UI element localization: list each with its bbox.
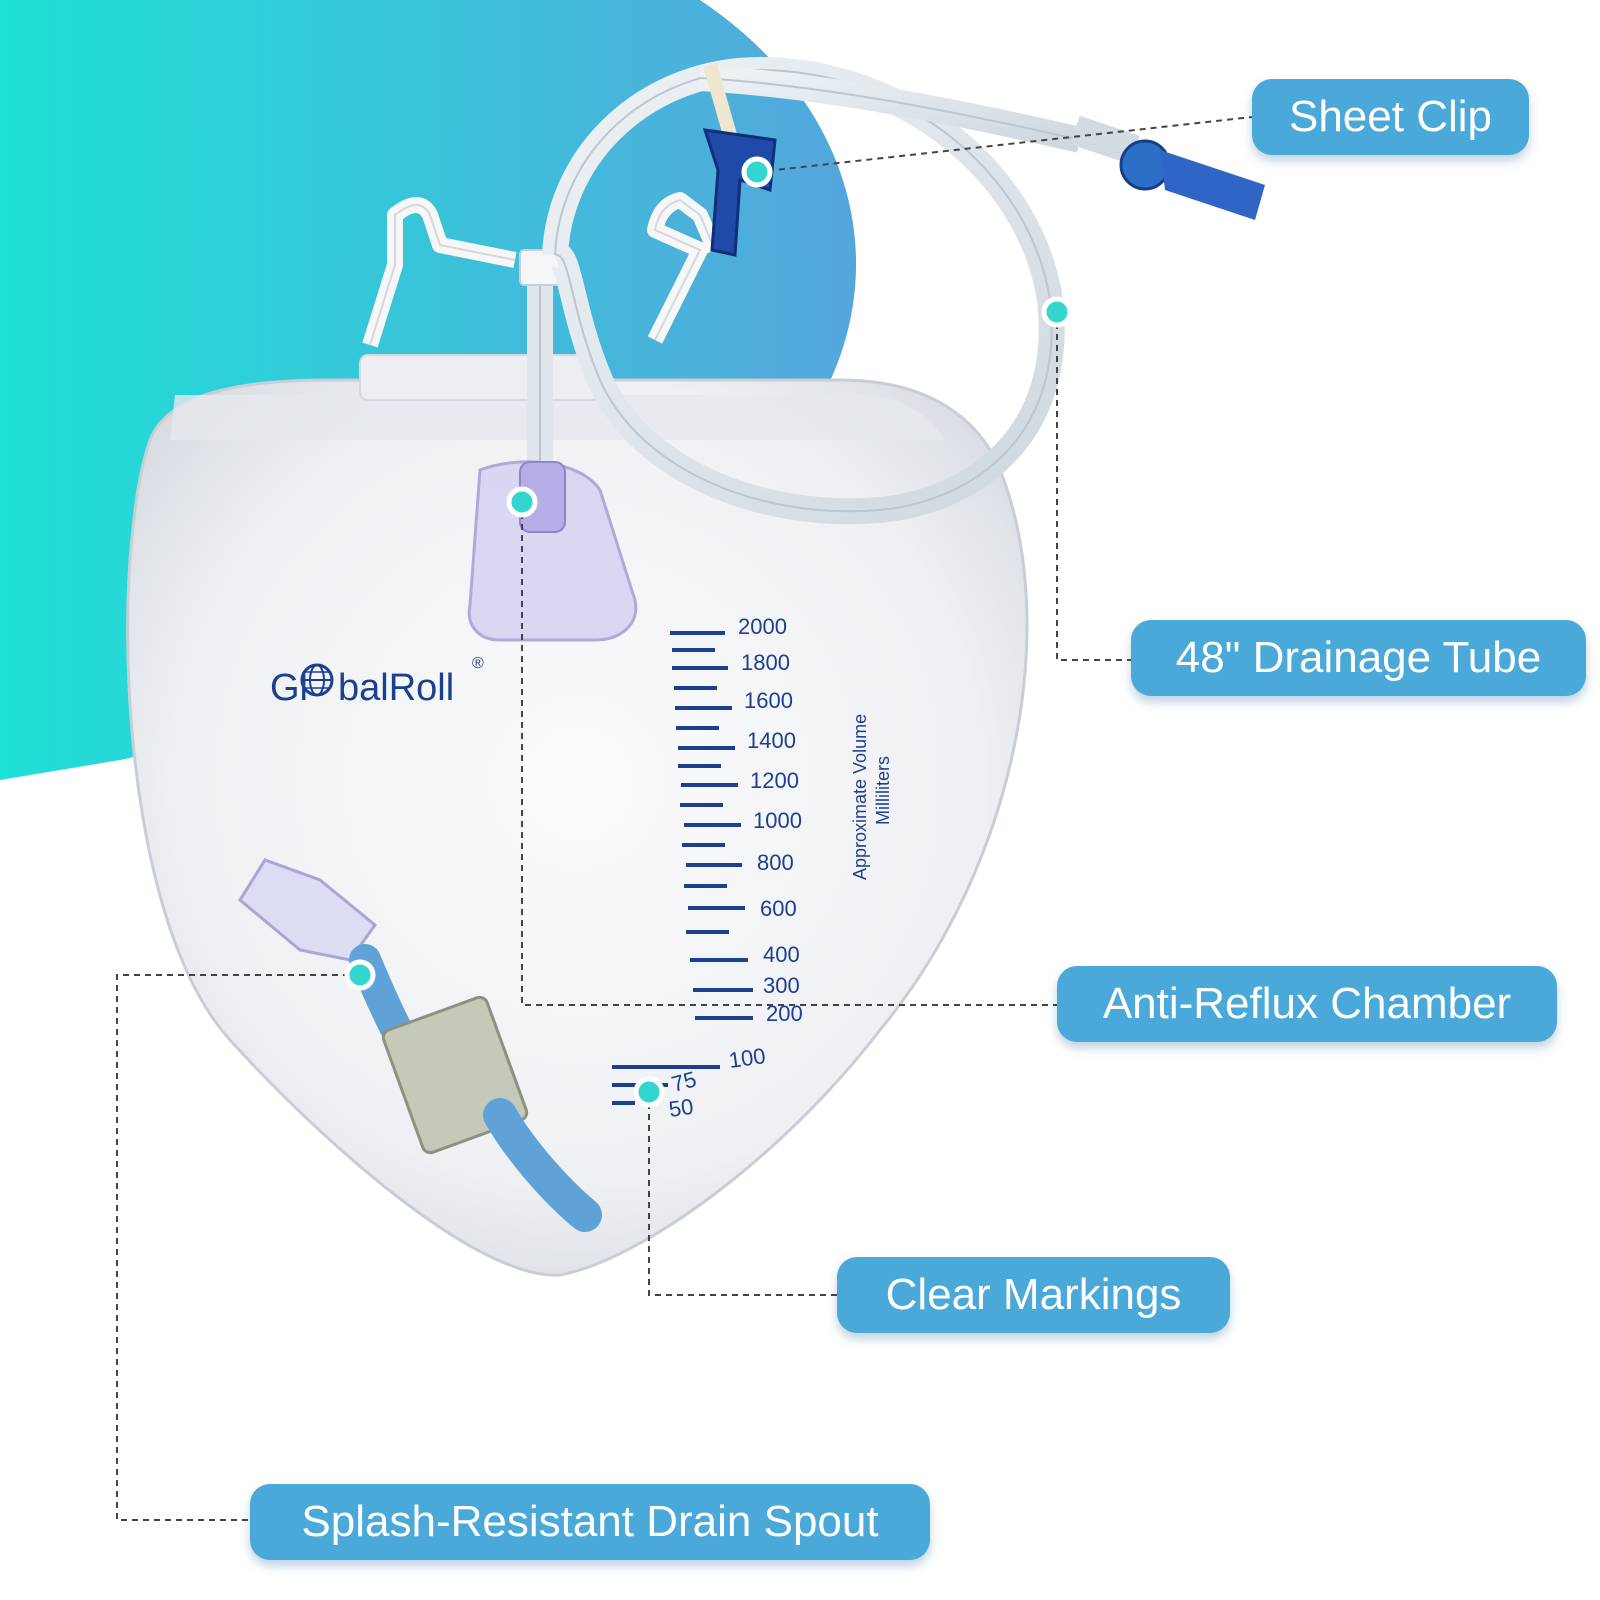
clear-markings-callout: Clear Markings (837, 1257, 1230, 1333)
scale-label: 1000 (753, 808, 802, 833)
scale-label: 600 (760, 896, 797, 921)
scale-unit-line1: Approximate Volume (850, 714, 870, 880)
scale-label: 50 (667, 1094, 695, 1122)
brand-registered-mark: ® (472, 655, 484, 672)
marker-dots (344, 156, 1073, 1108)
scale-label: 1600 (744, 688, 793, 713)
sheet-clip-callout: Sheet Clip (1252, 79, 1529, 155)
drainage-bag (126, 354, 1029, 1277)
dot-drainage-tube (1041, 296, 1073, 328)
dot-drain-spout (344, 959, 376, 991)
dot-sheet-clip (741, 156, 773, 188)
scale-label: 100 (727, 1043, 767, 1073)
dot-anti-reflux (506, 486, 538, 518)
scale-label: 1400 (747, 728, 796, 753)
leader-lines (116, 116, 1253, 1521)
scale-label: 1200 (750, 768, 799, 793)
scale-label: 300 (763, 973, 800, 998)
tie-strap (703, 63, 737, 137)
drain-spout-callout: Splash-Resistant Drain Spout (250, 1484, 930, 1560)
scale-label: 1800 (741, 650, 790, 675)
dot-clear-markings (633, 1076, 665, 1108)
anti-reflux-chamber-callout: Anti-Reflux Chamber (1057, 966, 1557, 1042)
tube-connector (1070, 115, 1265, 220)
scale-label: 800 (757, 850, 794, 875)
scale-label: 400 (763, 942, 800, 967)
scale-unit-line2: Milliliters (873, 756, 893, 825)
globe-icon (300, 663, 334, 697)
volume-scale: 2000180016001400120010008006004003002001… (612, 614, 803, 1122)
drainage-tube-callout: 48" Drainage Tube (1131, 620, 1586, 696)
scale-label: 2000 (738, 614, 787, 639)
